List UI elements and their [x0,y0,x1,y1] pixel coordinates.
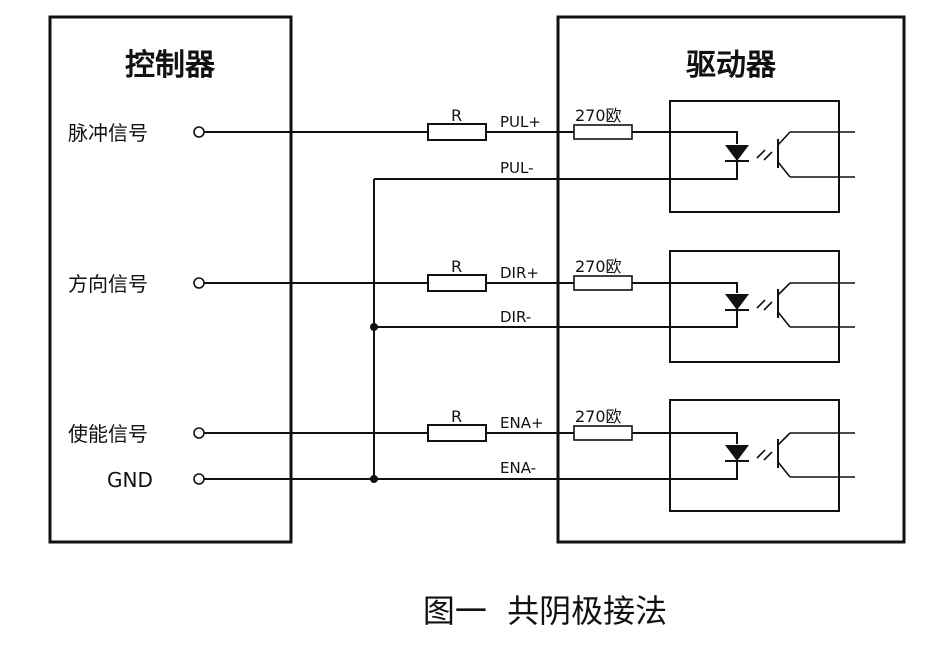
controller-title: 控制器 [125,48,216,83]
pulse-optocoupler-channel: 270欧 [558,100,855,213]
direction-terminal [193,277,205,289]
pulse-wire: R [204,106,558,141]
optocoupler-box [669,250,840,363]
enable-optocoupler-channel: 270欧 [558,399,855,512]
figure-caption: 图一 共阴极接法 [423,592,667,630]
pulse-resistor [427,123,487,141]
ena-plus-label: ENA+ [500,414,544,432]
driver-box [556,15,906,544]
direction-wire: R [204,257,558,292]
dir-minus-label: DIR- [500,308,531,326]
dir-plus-label: DIR+ [500,264,539,282]
junction-dot [370,475,378,483]
internal-resistor [573,425,633,441]
internal-resistor [573,124,633,140]
direction-optocoupler-channel: 270欧 [558,250,855,363]
internal-resistor [573,275,633,291]
pul-plus-label: PUL+ [500,113,541,131]
direction-resistor-label: R [451,257,462,276]
internal-resistor-label: 270欧 [575,106,622,125]
enable-resistor [427,424,487,442]
optocoupler-box [669,399,840,512]
pulse-resistor-label: R [451,106,462,125]
enable-resistor-label: R [451,407,462,426]
ena-minus-label: ENA- [500,459,536,477]
junction-dot [370,323,378,331]
enable-signal-label: 使能信号 [68,422,148,446]
internal-resistor-label: 270欧 [575,407,622,426]
led-diode [725,294,749,310]
gnd-terminal [193,473,205,485]
controller-box [48,15,293,544]
internal-resistor-label: 270欧 [575,257,622,276]
optocoupler-box [669,100,840,213]
led-diode [725,445,749,461]
pulse-terminal [193,126,205,138]
pulse-signal-label: 脉冲信号 [68,121,148,145]
direction-signal-label: 方向信号 [68,272,148,296]
pul-minus-label: PUL- [500,159,534,177]
gnd-label: GND [107,468,153,492]
direction-resistor [427,274,487,292]
enable-wire: R [204,407,558,442]
driver-title: 驱动器 [686,48,777,83]
led-diode [725,145,749,161]
enable-terminal [193,427,205,439]
gnd-bus [204,178,558,483]
